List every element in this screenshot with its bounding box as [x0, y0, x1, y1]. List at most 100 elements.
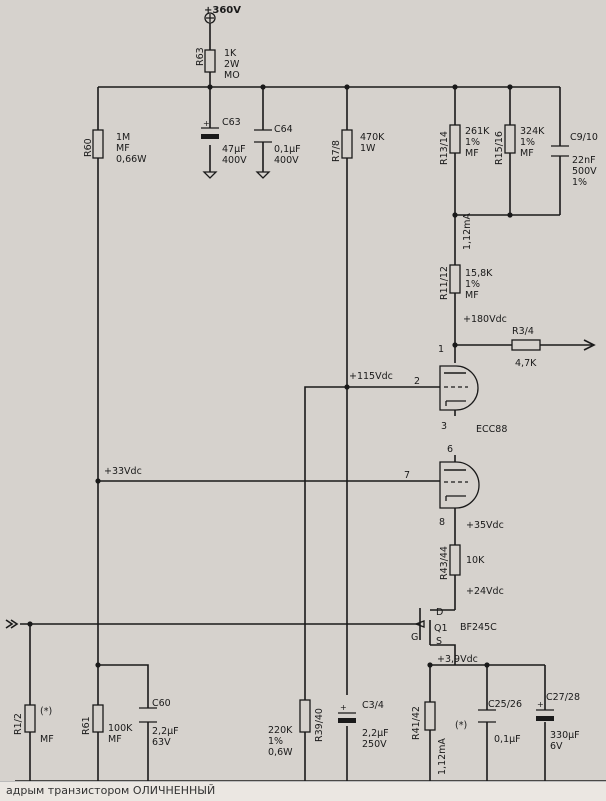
svg-text:8: 8 [439, 517, 445, 528]
svg-text:400V: 400V [222, 155, 247, 166]
resistor-r13-14: R13/14 261K 1% MF [439, 124, 490, 165]
svg-text:15,8K: 15,8K [465, 268, 493, 279]
svg-text:6: 6 [447, 444, 453, 455]
resistor-r7-8: R7/8 470K 1W [331, 129, 385, 162]
svg-text:MF: MF [465, 148, 479, 159]
svg-text:MO: MO [224, 70, 240, 81]
wires [5, 23, 606, 782]
svg-text:400V: 400V [274, 155, 299, 166]
resistor-r61: R61 100K MF [81, 704, 133, 745]
svg-text:R43/44: R43/44 [439, 546, 450, 580]
svg-text:R11/12: R11/12 [439, 266, 450, 300]
svg-text:4,7K: 4,7K [515, 358, 537, 369]
voltage-33: +33Vdc [104, 466, 142, 477]
svg-text:0,1µF: 0,1µF [494, 734, 521, 745]
svg-text:C64: C64 [274, 124, 293, 135]
voltage-180: +180Vdc [463, 314, 507, 325]
svg-text:R61: R61 [81, 716, 92, 735]
page-footer-text: адрым транзистором ОЛИЧНЕННЫЙ [0, 781, 606, 801]
svg-text:1M: 1M [116, 132, 130, 143]
resistor-r41-42: R41/42 (*) 1,12mA [411, 701, 467, 775]
svg-text:C63: C63 [222, 117, 241, 128]
capacitor-c27-28: + C27/28 330µF 6V [536, 692, 580, 752]
footer-caption: адрым транзистором ОЛИЧНЕННЫЙ [6, 784, 216, 797]
svg-text:220K: 220K [268, 725, 293, 736]
svg-text:470K: 470K [360, 132, 385, 143]
svg-text:1: 1 [438, 344, 444, 355]
svg-text:(*): (*) [40, 706, 52, 717]
voltage-3-9: +3,9Vdc [437, 654, 478, 665]
resistor-r60: R60 1M MF 0,66W [83, 129, 147, 165]
voltage-24: +24Vdc [466, 586, 504, 597]
svg-text:MF: MF [108, 734, 122, 745]
resistor-r1-2: R1/2 (*) MF [13, 704, 54, 745]
svg-text:R60: R60 [83, 138, 94, 157]
svg-text:+: + [203, 119, 210, 128]
svg-text:0,6W: 0,6W [268, 747, 293, 758]
svg-text:1%: 1% [520, 137, 535, 148]
current-label-top: 1,12mA [462, 213, 473, 250]
svg-text:1%: 1% [465, 279, 480, 290]
svg-text:0,66W: 0,66W [116, 154, 147, 165]
svg-text:R3/4: R3/4 [512, 326, 534, 337]
svg-text:2,2µF: 2,2µF [152, 726, 179, 737]
svg-text:10K: 10K [466, 555, 485, 566]
svg-text:3: 3 [441, 421, 447, 432]
pin-numbers: 1 2 3 6 7 8 [404, 344, 453, 528]
svg-text:1%: 1% [465, 137, 480, 148]
capacitor-c60: C60 2,2µF 63V [139, 698, 179, 748]
svg-text:22nF: 22nF [572, 155, 596, 166]
svg-text:100K: 100K [108, 723, 133, 734]
svg-text:+360V: +360V [204, 5, 241, 16]
svg-text:1K: 1K [224, 48, 237, 59]
svg-text:G: G [411, 632, 418, 643]
svg-text:MF: MF [465, 290, 479, 301]
svg-text:R1/2: R1/2 [13, 713, 24, 735]
svg-text:2,2µF: 2,2µF [362, 728, 389, 739]
triode-upper [439, 365, 479, 411]
svg-text:0,1µF: 0,1µF [274, 144, 301, 155]
svg-text:D: D [436, 607, 443, 618]
resistor-r15-16: R15/16 324K 1% MF [494, 124, 545, 165]
svg-text:R63: R63 [195, 47, 206, 66]
jfet-q1: D G S Q1 BF245C [411, 607, 497, 647]
voltage-115: +115Vdc [349, 371, 393, 382]
svg-text:(*): (*) [455, 720, 467, 731]
svg-text:+: + [340, 703, 347, 712]
svg-text:7: 7 [404, 470, 410, 481]
svg-text:MF: MF [116, 143, 130, 154]
svg-text:324K: 324K [520, 126, 545, 137]
resistor-r3-4: R3/4 4,7K [511, 326, 541, 369]
svg-text:C25/26: C25/26 [488, 699, 522, 710]
svg-text:250V: 250V [362, 739, 387, 750]
svg-text:R41/42: R41/42 [411, 706, 422, 740]
svg-text:1%: 1% [572, 177, 587, 188]
svg-text:C27/28: C27/28 [546, 692, 580, 703]
svg-text:S: S [436, 636, 442, 647]
svg-text:+: + [537, 700, 544, 709]
resistor-r39-40: R39/40 220K 1% 0,6W [268, 699, 325, 758]
resistor-r11-12: R11/12 15,8K 1% MF [439, 264, 493, 301]
svg-text:R13/14: R13/14 [439, 131, 450, 165]
capacitor-c64: C64 0,1µF 400V [254, 124, 301, 179]
svg-text:MF: MF [40, 734, 54, 745]
voltage-35: +35Vdc [466, 520, 504, 531]
svg-text:R39/40: R39/40 [314, 708, 325, 742]
capacitor-c63: + C63 47µF 400V [201, 117, 247, 179]
tube-label: ECC88 [476, 424, 507, 435]
svg-text:47µF: 47µF [222, 144, 246, 155]
svg-text:6V: 6V [550, 741, 563, 752]
svg-text:1,12mA: 1,12mA [462, 213, 473, 250]
svg-text:Q1: Q1 [434, 623, 448, 634]
svg-text:C3/4: C3/4 [362, 700, 384, 711]
capacitor-c25-26: C25/26 0,1µF [478, 699, 522, 745]
supply-terminal: +360V [204, 5, 241, 24]
svg-text:500V: 500V [572, 166, 597, 177]
svg-text:63V: 63V [152, 737, 171, 748]
resistor-r43-44: R43/44 10K [439, 544, 485, 580]
svg-text:1,12mA: 1,12mA [437, 738, 448, 775]
svg-text:C60: C60 [152, 698, 171, 709]
svg-text:2W: 2W [224, 59, 240, 70]
svg-text:2: 2 [414, 376, 420, 387]
